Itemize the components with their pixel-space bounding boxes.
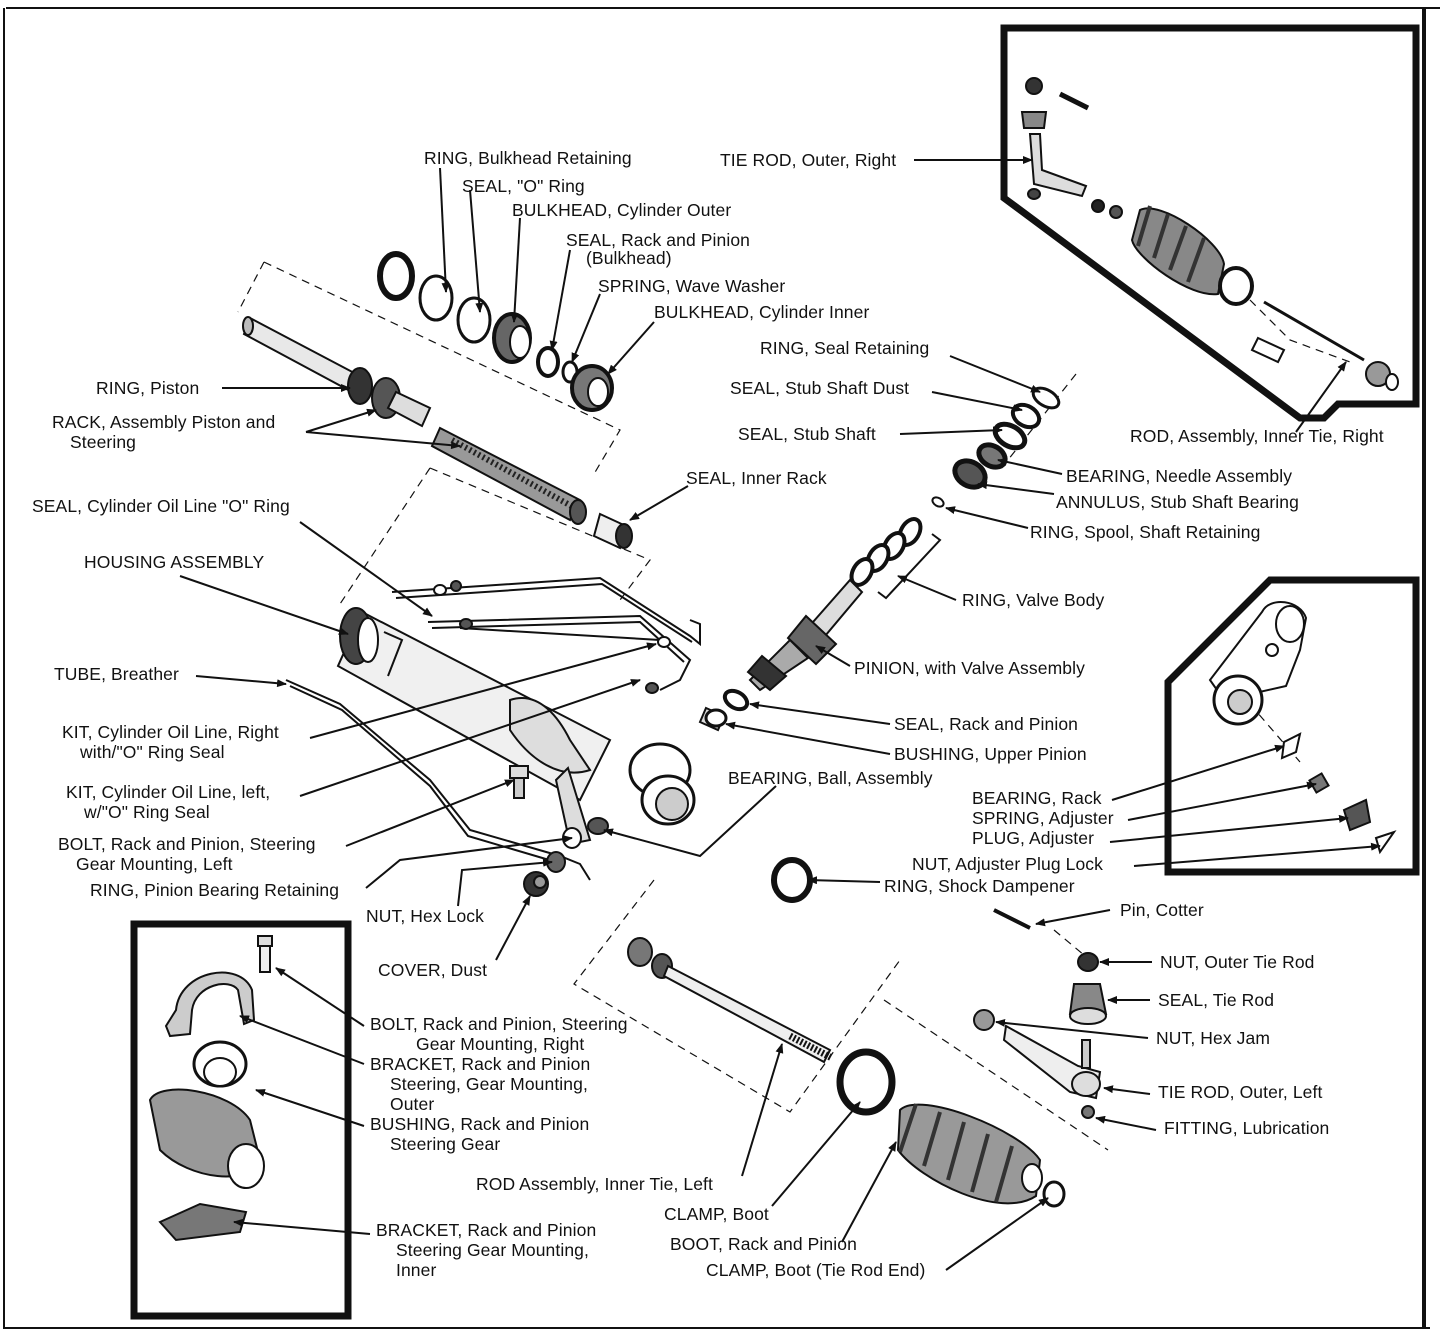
label-bulkhead-cylinder-inner: BULKHEAD, Cylinder Inner bbox=[654, 302, 870, 322]
label-bracket-inner-sub2: Inner bbox=[396, 1260, 437, 1280]
label-annulus-stub-shaft-bearing: ANNULUS, Stub Shaft Bearing bbox=[1056, 492, 1299, 512]
inset-top-right-parts bbox=[1020, 77, 1399, 391]
label-seal-tie-rod: SEAL, Tie Rod bbox=[1158, 990, 1275, 1010]
label-pinion-valve-assembly: PINION, with Valve Assembly bbox=[854, 658, 1085, 678]
inset-bottom-left-parts bbox=[148, 935, 273, 1242]
label-bearing-needle-assembly: BEARING, Needle Assembly bbox=[1066, 466, 1293, 486]
label-bushing-gear: BUSHING, Rack and Pinion bbox=[370, 1114, 590, 1134]
label-ring-spool-shaft-retaining: RING, Spool, Shaft Retaining bbox=[1030, 522, 1261, 542]
label-bracket-inner: BRACKET, Rack and Pinion bbox=[376, 1220, 597, 1240]
label-clamp-boot: CLAMP, Boot bbox=[664, 1204, 769, 1224]
label-rod-assembly-inner-tie-left: ROD Assembly, Inner Tie, Left bbox=[476, 1174, 713, 1194]
label-kit-oil-line-left: KIT, Cylinder Oil Line, left, bbox=[66, 782, 271, 802]
inset-right-mid-parts bbox=[1208, 600, 1397, 855]
label-ring-bulkhead-retaining: RING, Bulkhead Retaining bbox=[424, 148, 632, 168]
label-kit-oil-line-right-sub: with/"O" Ring Seal bbox=[80, 742, 225, 762]
label-ring-valve-body: RING, Valve Body bbox=[962, 590, 1105, 610]
housing-hardware bbox=[509, 765, 609, 897]
label-bracket-outer: BRACKET, Rack and Pinion bbox=[370, 1054, 591, 1074]
label-nut-outer-tie-rod: NUT, Outer Tie Rod bbox=[1160, 952, 1315, 972]
label-bracket-outer-sub2: Outer bbox=[390, 1094, 435, 1114]
inset-frame-top-right bbox=[1000, 24, 1420, 422]
label-rod-assembly-inner-tie-right: ROD, Assembly, Inner Tie, Right bbox=[1130, 426, 1384, 446]
breather-tube bbox=[285, 679, 591, 881]
label-rack-assembly: RACK, Assembly Piston and bbox=[52, 412, 276, 432]
rack-piston-part bbox=[242, 316, 587, 525]
label-bolt-gear-mounting-left-sub: Gear Mounting, Left bbox=[76, 854, 233, 874]
inset-frame-right-mid bbox=[1164, 576, 1420, 876]
label-plug-adjuster: PLUG, Adjuster bbox=[972, 828, 1095, 848]
label-boot-rack-pinion: BOOT, Rack and Pinion bbox=[670, 1234, 857, 1254]
label-tie-rod-outer-left: TIE ROD, Outer, Left bbox=[1158, 1082, 1323, 1102]
page-border bbox=[3, 7, 1440, 1329]
label-nut-hex-lock: NUT, Hex Lock bbox=[366, 906, 484, 926]
label-rack-assembly-sub: Steering bbox=[70, 432, 136, 452]
label-pin-cotter: Pin, Cotter bbox=[1120, 900, 1204, 920]
label-seal-stub-shaft: SEAL, Stub Shaft bbox=[738, 424, 876, 444]
label-bolt-gear-mounting-right: BOLT, Rack and Pinion, Steering bbox=[370, 1014, 628, 1034]
label-kit-oil-line-left-sub: w/"O" Ring Seal bbox=[84, 802, 210, 822]
label-bearing-rack: BEARING, Rack bbox=[972, 788, 1102, 808]
label-bolt-gear-mounting-right-sub: Gear Mounting, Right bbox=[416, 1034, 585, 1054]
upper-pinion-seals bbox=[698, 688, 750, 732]
oil-lines bbox=[391, 576, 701, 694]
label-bracket-inner-sub: Steering Gear Mounting, bbox=[396, 1240, 589, 1260]
label-seal-rack-pinion-bulkhead: SEAL, Rack and Pinion bbox=[566, 230, 751, 250]
label-cover-dust: COVER, Dust bbox=[378, 960, 488, 980]
label-bushing-gear-sub: Steering Gear bbox=[390, 1134, 501, 1154]
label-ring-piston: RING, Piston bbox=[96, 378, 200, 398]
label-ring-pinion-bearing-retaining: RING, Pinion Bearing Retaining bbox=[90, 880, 340, 900]
leader-lines bbox=[179, 156, 1381, 1271]
label-bearing-ball-assembly: BEARING, Ball, Assembly bbox=[728, 768, 933, 788]
label-bushing-upper-pinion: BUSHING, Upper Pinion bbox=[894, 744, 1087, 764]
shock-dampener-ring bbox=[771, 857, 813, 903]
boot-part bbox=[896, 1103, 1066, 1208]
label-kit-oil-line-right: KIT, Cylinder Oil Line, Right bbox=[62, 722, 279, 742]
label-tie-rod-outer-right: TIE ROD, Outer, Right bbox=[720, 150, 897, 170]
seal-inner-rack-part bbox=[592, 512, 633, 550]
label-tube-breather: TUBE, Breather bbox=[54, 664, 179, 684]
label-spring-adjuster: SPRING, Adjuster bbox=[972, 808, 1114, 828]
label-spring-wave-washer: SPRING, Wave Washer bbox=[598, 276, 786, 296]
stub-shaft-seals bbox=[931, 386, 1061, 508]
label-bolt-gear-mounting-left: BOLT, Rack and Pinion, Steering bbox=[58, 834, 316, 854]
label-bracket-outer-sub: Steering, Gear Mounting, bbox=[390, 1074, 588, 1094]
label-nut-hex-jam: NUT, Hex Jam bbox=[1156, 1028, 1270, 1048]
label-housing-assembly: HOUSING ASSEMBLY bbox=[84, 552, 265, 572]
label-ring-seal-retaining: RING, Seal Retaining bbox=[760, 338, 930, 358]
pinion-part bbox=[746, 578, 864, 692]
label-seal-rack-pinion: SEAL, Rack and Pinion bbox=[894, 714, 1079, 734]
label-nut-adjuster-plug-lock: NUT, Adjuster Plug Lock bbox=[912, 854, 1103, 874]
label-ring-shock-dampener: RING, Shock Dampener bbox=[884, 876, 1075, 896]
label-seal-inner-rack: SEAL, Inner Rack bbox=[686, 468, 827, 488]
label-seal-stub-shaft-dust: SEAL, Stub Shaft Dust bbox=[730, 378, 910, 398]
bulkhead-rings bbox=[377, 251, 614, 412]
inner-tie-rod-left-part bbox=[627, 937, 834, 1064]
housing-part bbox=[336, 607, 696, 846]
label-seal-cylinder-oil-line: SEAL, Cylinder Oil Line "O" Ring bbox=[32, 496, 290, 516]
label-seal-rack-pinion-bulkhead-sub: (Bulkhead) bbox=[586, 248, 672, 268]
outer-tie-rod-left-part bbox=[973, 908, 1108, 1119]
label-clamp-boot-tie-rod-end: CLAMP, Boot (Tie Rod End) bbox=[706, 1260, 926, 1280]
label-seal-o-ring: SEAL, "O" Ring bbox=[462, 176, 585, 196]
label-bulkhead-cylinder-outer: BULKHEAD, Cylinder Outer bbox=[512, 200, 732, 220]
valve-body-rings bbox=[849, 517, 942, 600]
boot-clamp-part bbox=[836, 1048, 896, 1116]
label-fitting-lubrication: FITTING, Lubrication bbox=[1164, 1118, 1330, 1138]
